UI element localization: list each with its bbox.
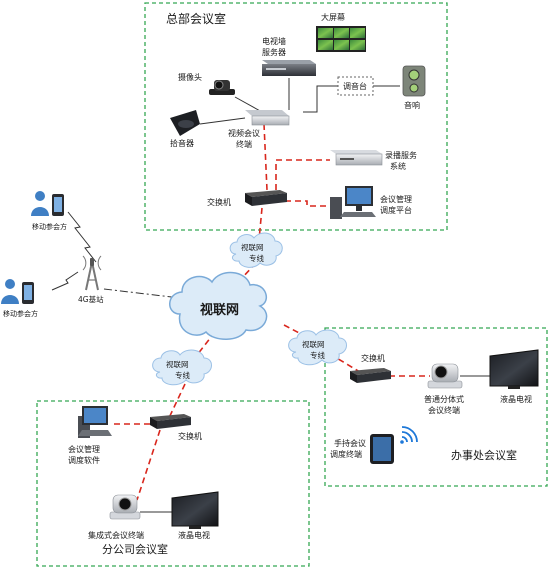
branch-line-cloud-icon [152,349,212,386]
branch-console-label-1: 会议管理 [68,444,100,454]
zone-branch [36,400,310,567]
recording-server-icon [330,150,383,166]
tv-wall-server-icon [262,60,316,76]
branch-switch-icon [150,414,191,429]
base-station-label: 4G基站 [78,294,104,304]
mobile-1-label: 移动参会方 [32,222,67,231]
camera-icon [209,80,235,95]
terminal-label-2: 终端 [236,139,252,149]
mobile-2-label: 移动参会方 [3,309,38,318]
office-switch-icon [350,368,391,383]
branch-terminal-label: 集成式会议终端 [88,530,144,540]
mic-label: 拾音器 [170,138,194,148]
mobile-participant-2-icon [1,279,34,304]
office-switch-label: 交换机 [361,353,385,363]
conference-mic-icon [170,110,200,136]
zone-office-title: 办事处会议室 [451,448,517,462]
zone-office [324,327,548,487]
hq-line-label-2: 专线 [249,253,264,263]
office-line-label-2: 专线 [310,350,325,360]
branch-tv-icon [171,491,219,529]
office-terminal-label-1: 普通分体式 [424,394,464,404]
branch-switch-label: 交换机 [178,431,202,441]
wall-server-label-2: 服务器 [262,47,286,57]
zone-branch-title: 分公司会议室 [102,542,168,556]
branch-tv-label: 液晶电视 [178,530,210,540]
mixer-box [337,76,374,96]
branch-console-pc-icon [78,406,112,438]
office-tv-icon [489,349,539,389]
branch-terminal-camera-icon [109,494,141,520]
office-line-label-1: 视联网 [302,339,325,349]
handheld-label-1: 手持会议 [334,438,366,448]
terminal-label-1: 视频会议 [228,128,260,138]
branch-console-label-2: 调度软件 [68,455,100,465]
wall-server-label-1: 电视墙 [262,36,286,46]
video-terminal-icon [245,110,290,126]
wifi-icon [400,426,418,444]
handheld-label-2: 调度终端 [330,449,362,459]
mobile-participant-1-icon [31,191,64,216]
office-tv-label: 液晶电视 [500,394,532,404]
links [51,78,490,513]
video-wall-label: 大屏幕 [321,12,345,22]
video-wall-icon [316,26,366,52]
hq-console-label-1: 会议管理 [380,194,412,204]
hq-console-label-2: 调度平台 [380,205,412,215]
office-terminal-label-2: 会议终端 [428,405,460,415]
office-line-cloud-icon [288,329,347,366]
office-terminal-camera-icon [427,363,463,389]
camera-label: 摄像头 [178,72,202,82]
core-network-label: 视联网 [200,302,239,318]
branch-line-label-1: 视联网 [166,359,189,369]
hq-console-pc-icon [330,186,376,219]
speaker-label: 音响 [404,100,420,110]
tablet-icon [370,434,394,464]
hq-line-cloud-icon [229,232,283,268]
branch-line-label-2: 专线 [175,370,190,380]
speaker-icon [402,65,426,97]
core-cloud-icon [169,271,268,340]
recorder-label-1: 录播服务 [385,150,417,160]
hq-switch-icon [245,190,287,206]
hq-line-label-1: 视联网 [241,242,264,252]
mixer-label: 调音台 [343,81,367,91]
zone-hq-title: 总部会议室 [166,11,226,26]
recorder-label-2: 系统 [390,161,406,171]
hq-switch-label: 交换机 [207,197,231,207]
base-station-icon [82,255,102,291]
zone-hq [144,2,448,231]
